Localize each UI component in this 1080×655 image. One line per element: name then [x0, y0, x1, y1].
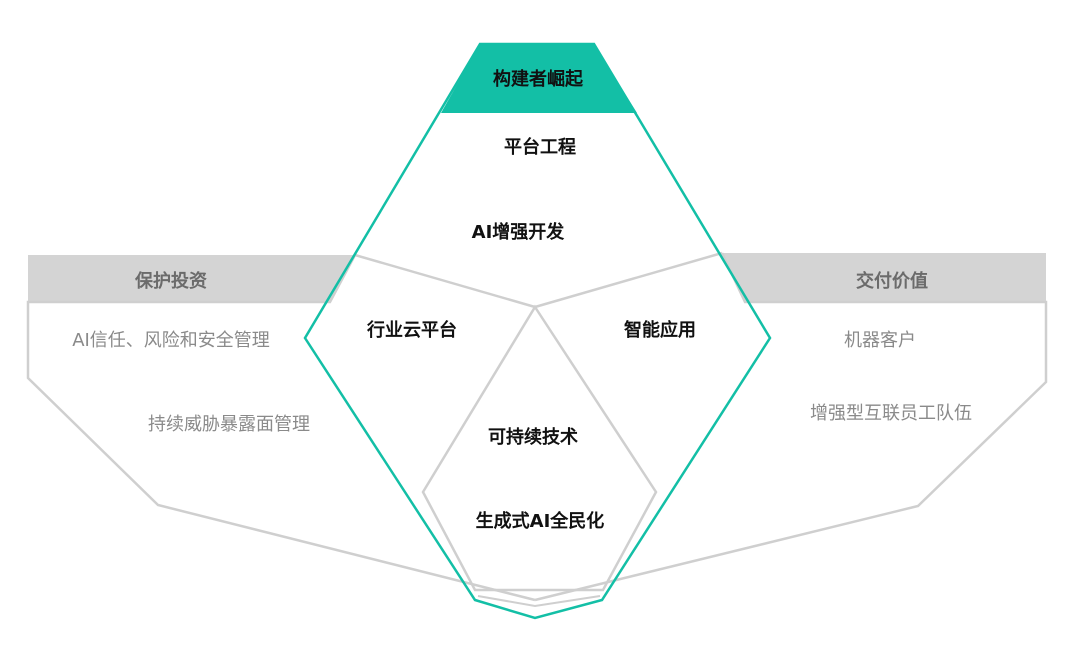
center-divider-left	[354, 253, 536, 309]
center-item-platform-engineering: 平台工程	[504, 137, 576, 158]
center-header-band	[441, 44, 637, 113]
left-item-ctem: 持续威胁暴露面管理	[148, 414, 310, 435]
core-item-democratized-genai: 生成式AI全民化	[475, 511, 605, 532]
center-hexagon-outline	[303, 42, 772, 620]
left-wing-outline	[26, 254, 536, 602]
center-header-label: 构建者崛起	[493, 69, 583, 90]
overlap-left-label: 行业云平台	[367, 320, 457, 341]
left-item-ai-trism: AI信任、风险和安全管理	[72, 330, 270, 351]
right-item-connected-workforce: 增强型互联员工队伍	[810, 403, 972, 424]
core-bottom-inner	[477, 595, 601, 608]
right-wing-outline	[534, 252, 1048, 602]
center-divider-right	[534, 251, 723, 309]
left-header-label: 保护投资	[135, 271, 207, 292]
center-item-ai-augmented-dev: AI增强开发	[471, 222, 565, 243]
overlap-right-label: 智能应用	[624, 320, 696, 341]
right-header-label: 交付价值	[856, 271, 928, 292]
core-pentagon-outline	[421, 304, 658, 592]
right-wing-header-band	[722, 253, 1046, 302]
core-item-sustainable-tech: 可持续技术	[488, 427, 578, 448]
right-item-machine-customers: 机器客户	[844, 330, 916, 351]
left-wing-header-band	[28, 255, 355, 302]
